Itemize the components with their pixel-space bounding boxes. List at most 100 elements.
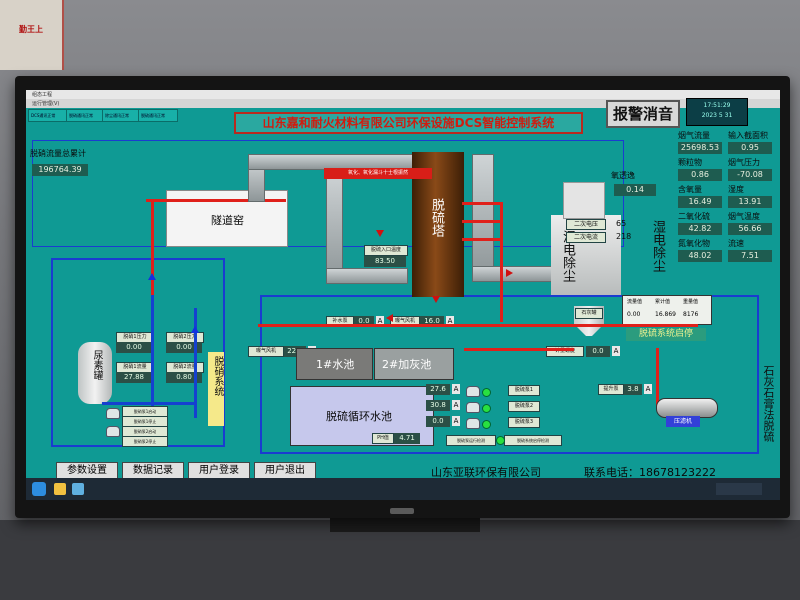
screw-label: 计量螺旋	[546, 346, 584, 357]
emission-value-1: 0.95	[728, 142, 772, 154]
urea-tank-label: 尿素罐	[91, 350, 102, 380]
clock-time: 17:51:29	[703, 102, 731, 109]
denitration-blue-pipe-2	[194, 308, 197, 418]
circulation-pool	[290, 386, 434, 446]
emission-label-6: 二氧化硫	[678, 212, 710, 221]
flow-arrow-down-1	[376, 230, 384, 237]
poster-text: 勤王上	[19, 25, 43, 34]
table-header-total: 累计值	[655, 299, 671, 305]
tab-dcs[interactable]: DCS通讯正常	[28, 109, 69, 122]
contact-phone: 联系电话：18678123222	[584, 466, 716, 479]
lime-silo-label: 石灰罐	[575, 308, 603, 319]
urea-tank	[78, 342, 112, 404]
secondary-current-value: 218	[616, 232, 632, 241]
page-title: 山东嘉和耐火材料有限公司环保设施DCS智能控制系统	[234, 112, 583, 134]
company-name: 山东亚联环保有限公司	[431, 466, 541, 479]
spray-pipe-1	[462, 202, 502, 205]
alarm-mute-button[interactable]: 报警消音	[606, 100, 680, 128]
tab-denitration[interactable]: 脱硝通讯正常	[66, 109, 105, 122]
screw-unit: A	[612, 346, 620, 356]
aeration-fan-unit: A	[446, 316, 454, 326]
denitration-pump-icon-1[interactable]	[106, 408, 120, 419]
emission-label-7: 烟气温度	[728, 212, 760, 221]
tunnel-kiln-label: 隧道窑	[211, 214, 244, 227]
desulfurization-table: 流量值 累计值 重量值 0.00 16.869 8176	[622, 295, 712, 325]
pool-1-label: 1#水池	[316, 358, 355, 371]
denitration-area-label: 脱硝系统	[212, 356, 223, 396]
pool-2	[374, 348, 454, 380]
desulfurization-pump-icon-1[interactable]	[466, 386, 480, 397]
spray-pipe-3	[462, 238, 502, 241]
denitration-total-label: 脱硝流量总累计	[30, 149, 86, 158]
kiln-red-pipe	[146, 199, 286, 202]
windows-taskbar	[26, 478, 780, 500]
lift-pump-value: 3.8	[624, 384, 642, 395]
user-login-button[interactable]: 用户登录	[188, 462, 250, 479]
emission-label-2: 颗粒物	[678, 158, 702, 167]
desulfurization-pump-icon-3[interactable]	[466, 418, 480, 429]
emission-label-9: 流速	[728, 239, 744, 248]
pool-1	[296, 348, 373, 380]
scada-screen: 组态工程 运行管理(V) DCS通讯正常 脱硝通讯正常 除尘通讯正常 脱硫通讯正…	[26, 90, 780, 500]
filter-press-label: 压滤机	[666, 416, 700, 427]
secondary-voltage-label: 二次电压	[566, 219, 606, 230]
emission-label-5: 湿度	[728, 185, 744, 194]
flow-arrow-up-1	[148, 273, 156, 280]
pump3-unit: A	[452, 416, 460, 426]
emission-value-3: -70.08	[728, 169, 772, 181]
menu-run[interactable]: 运行管理(V)	[32, 101, 60, 107]
desulfurization-pump2-value: 30.8	[426, 400, 450, 411]
flue-duct-to-wesp	[472, 266, 554, 282]
flue-duct-bottom	[326, 268, 408, 284]
flow-arrow-down-2	[432, 296, 440, 303]
flue-duct-middle	[326, 170, 343, 282]
emission-value-9: 7.51	[728, 250, 772, 262]
ozone-value: 0.14	[614, 184, 656, 196]
emissions-panel: 烟气流量 输入截面积 25698.53 0.95 颗粒物 烟气压力 0.86 -…	[678, 130, 774, 270]
ph-value: 4.71	[394, 433, 420, 444]
desulfurization-pump1-label[interactable]: 脱硫泵1	[508, 385, 540, 396]
parameter-settings-button[interactable]: 参数设置	[56, 462, 118, 479]
denitration-pump4[interactable]: 脱硝泵2停止	[122, 436, 168, 447]
pressure1-value: 0.00	[116, 342, 152, 353]
pump3-run-indicator	[482, 420, 491, 429]
desulfurization-pump-icon-2[interactable]	[466, 402, 480, 413]
red-filter-pipe	[656, 348, 659, 408]
screw-value: 0.0	[586, 346, 610, 357]
wet-esp-top	[563, 182, 605, 219]
inlet-temp-label: 脱硫入口温度	[364, 245, 408, 256]
window-title: 组态工程	[32, 92, 53, 98]
red-return-pipe	[258, 324, 698, 327]
data-records-button[interactable]: 数据记录	[122, 462, 184, 479]
lift-pump-label[interactable]: 提升泵	[598, 384, 624, 395]
denitration-blue-pipe	[151, 295, 154, 415]
pump1-run-indicator	[482, 388, 491, 397]
flow1-value: 27.88	[116, 372, 152, 383]
kiln-down-pipe	[151, 199, 154, 299]
file-explorer-icon[interactable]	[54, 483, 66, 495]
desulfurization-tower-label: 脱硫塔	[429, 198, 444, 237]
table-value-flow: 0.00	[627, 311, 641, 318]
desulfurization-pump3-label[interactable]: 脱硫泵3	[508, 417, 540, 428]
pump2-run-indicator	[482, 404, 491, 413]
start-button-icon[interactable]	[32, 482, 46, 496]
desulfurization-status-button[interactable]: 脱硫系统启停	[626, 328, 706, 341]
spray-riser	[500, 202, 503, 322]
tab-dust[interactable]: 除尘通讯正常	[102, 109, 141, 122]
tab-desulfurization[interactable]: 脱硫通讯正常	[138, 109, 178, 122]
monitor-stand	[330, 518, 480, 532]
denitration-blue-pipe-3	[102, 402, 197, 405]
desulfurization-pump2-label[interactable]: 脱硫泵2	[508, 401, 540, 412]
user-logout-button[interactable]: 用户退出	[254, 462, 316, 479]
system-tray	[716, 483, 762, 495]
system-run-indicator	[496, 436, 505, 445]
clock-display: 17:51:29 2023 5 31	[686, 98, 748, 126]
denitration-pump-icon-2[interactable]	[106, 426, 120, 437]
emission-value-8: 48.02	[678, 250, 722, 262]
makeup-pump-unit: A	[376, 316, 384, 326]
menu-bar: 运行管理(V)	[26, 99, 780, 108]
flow2-value: 0.80	[166, 372, 202, 383]
app-icon[interactable]	[72, 483, 84, 495]
window-titlebar: 组态工程	[26, 90, 780, 99]
pump2-unit: A	[452, 400, 460, 410]
